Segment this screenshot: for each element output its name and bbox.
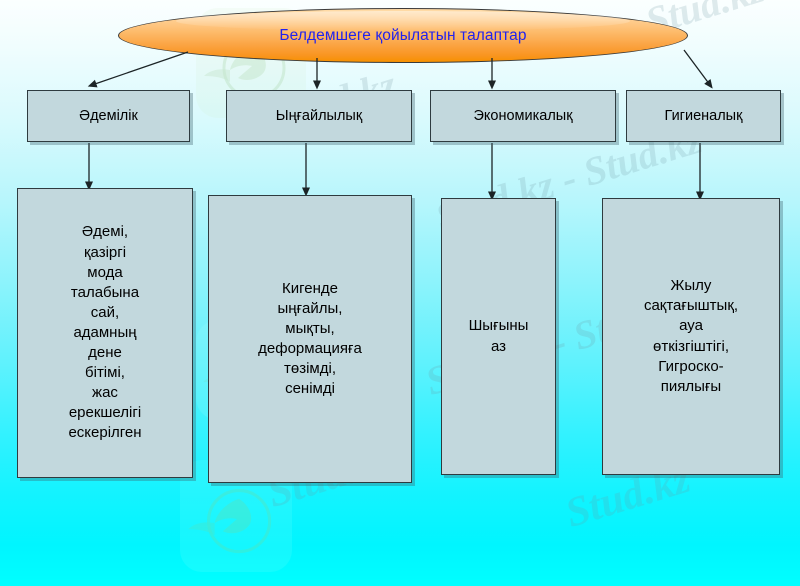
detail-text: Жылу сақтағыштық, ауа өткізгіштігі, Гигр… [643, 277, 739, 395]
page-title: Белдемшеге қойылатын талаптар [279, 26, 527, 44]
category-box-comfort[interactable]: Ыңғайлылық [226, 90, 412, 142]
detail-box-hygienic[interactable]: Жылу сақтағыштық, ауа өткізгіштігі, Гигр… [602, 198, 780, 475]
detail-text: Шығыны аз [468, 317, 529, 355]
detail-text: Кигенде ыңғайлы, мықты, деформацияға төз… [258, 279, 362, 398]
detail-box-aesthetic[interactable]: Әдемі, қазіргі мода талабына сай, адамны… [17, 188, 193, 478]
diagram-title-ellipse: Белдемшеге қойылатын талаптар [118, 8, 688, 63]
category-label: Экономикалық [473, 108, 573, 124]
arrow-ellipse-to-aesthetic [87, 51, 189, 88]
detail-box-comfort[interactable]: Кигенде ыңғайлы, мықты, деформацияға төз… [208, 195, 412, 483]
category-label: Ыңғайлылық [275, 108, 363, 124]
detail-text: Әдемі, қазіргі мода талабына сай, адамны… [68, 223, 142, 442]
category-box-economic[interactable]: Экономикалық [430, 90, 616, 142]
category-box-aesthetic[interactable]: Әдемілік [27, 90, 190, 142]
category-label: Әдемілік [79, 108, 138, 124]
category-label: Гигиеналық [664, 108, 743, 124]
category-box-hygienic[interactable]: Гигиеналық [626, 90, 781, 142]
arrow-ellipse-to-hygienic [683, 49, 713, 89]
detail-box-economic[interactable]: Шығыны аз [441, 198, 556, 475]
